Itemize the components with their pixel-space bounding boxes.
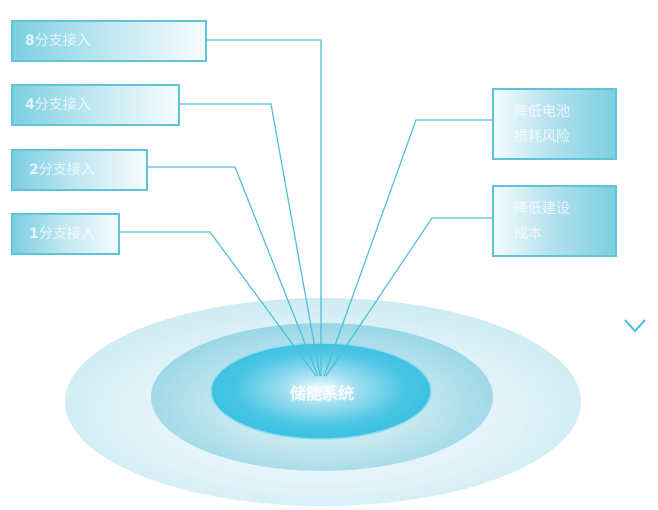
input-count: 1	[29, 225, 39, 242]
output-line: 损耗风险	[514, 129, 570, 145]
output-line: 降低建设	[514, 201, 570, 217]
input-count: 8	[25, 32, 35, 49]
input-label: 分支接入	[38, 161, 95, 178]
arrow-head-icon	[624, 319, 646, 333]
output-box-build-cost[interactable]: 降低建设 成本	[492, 185, 617, 257]
connector-out-2	[325, 217, 494, 377]
input-count: 4	[25, 96, 35, 113]
input-label: 分支接入	[34, 96, 91, 113]
input-box-1[interactable]: 1 分支接入	[11, 213, 120, 255]
flow-arrow	[624, 28, 646, 333]
connector-out-1	[323, 119, 494, 377]
input-label: 分支接入	[34, 32, 91, 49]
connector-8	[206, 39, 322, 376]
connector-1	[118, 231, 317, 377]
connector-lines	[118, 39, 494, 377]
output-line: 降低电池	[514, 104, 570, 120]
output-box-battery-risk[interactable]: 降低电池 损耗风险	[492, 88, 617, 160]
connector-4	[178, 103, 321, 377]
input-count: 2	[29, 161, 39, 178]
input-label: 分支接入	[38, 225, 95, 242]
output-line: 成本	[514, 226, 542, 242]
center-label: 储能系统	[289, 384, 354, 403]
connector-2	[147, 166, 319, 377]
